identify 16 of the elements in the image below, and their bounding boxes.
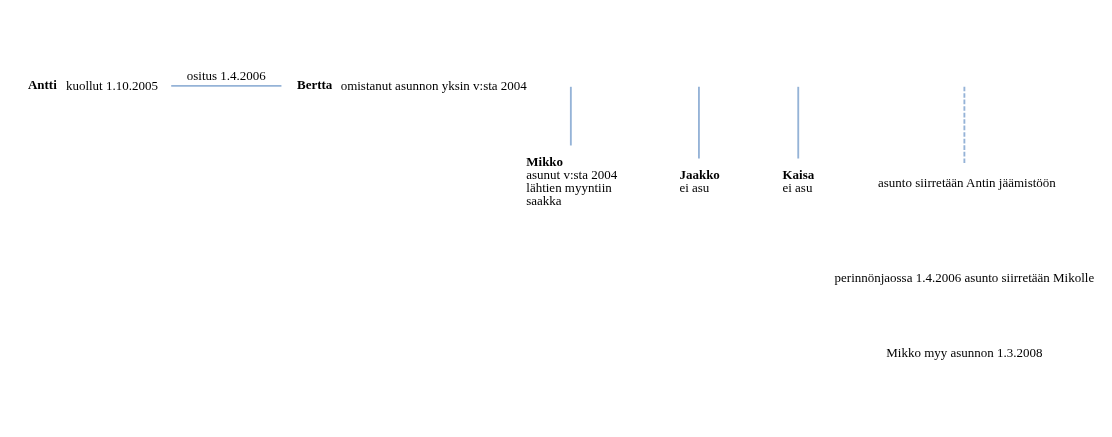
label: perinnönjaossa 1.4.2006 asunto siirretään Mikolle (834, 269, 1095, 285)
connector (698, 85, 700, 159)
connector (963, 85, 966, 165)
edge-label: ositus 1.4.2006 (186, 67, 266, 82)
node-text: Jaakko ei asu (679, 166, 720, 195)
connector (797, 85, 800, 159)
connector (170, 84, 283, 87)
node-label: omistanut asunnon yksin v:sta 2004 (340, 77, 527, 93)
node-text: Bertta (297, 76, 333, 92)
node-text: Antti (27, 76, 57, 92)
node-text: asunto siirretään Antin jäämistöön (878, 174, 1056, 190)
connector (569, 85, 572, 146)
node-text: Kaisa ei asu (782, 166, 815, 195)
node-text: Mikko asunut v:sta 2004 lähtien myyntiin saakka (526, 153, 618, 208)
label: Mikko myy asunnon 1.3.2008 (886, 344, 1043, 360)
node-label: kuollut 1.10.2005 (65, 77, 158, 93)
